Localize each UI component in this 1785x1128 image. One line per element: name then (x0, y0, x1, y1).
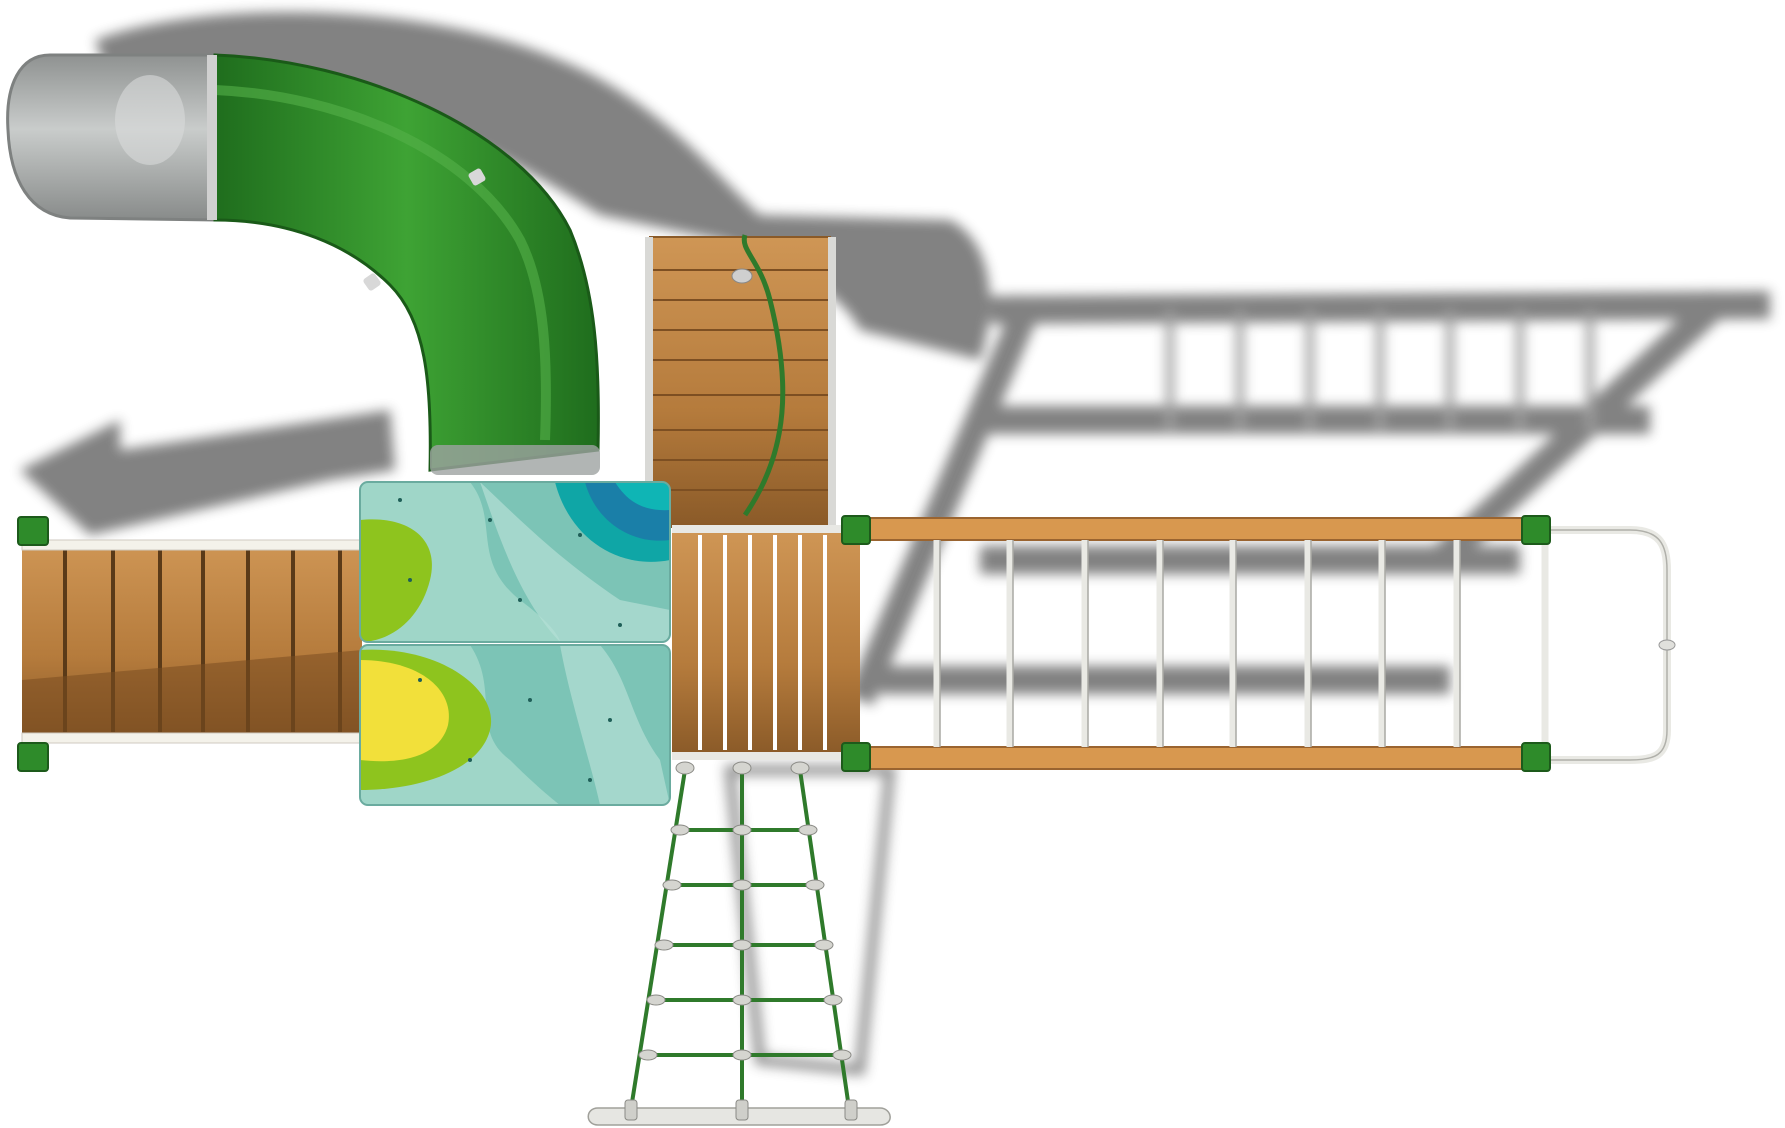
slide-joint-3 (363, 273, 381, 291)
bridge-bottom-beam (854, 746, 1536, 770)
right-frame-bars-shadow (1166, 310, 1594, 430)
left-deck (17, 516, 363, 772)
tube-slide (6, 53, 600, 475)
rope-anchor-icon (731, 268, 753, 284)
rope-net (587, 761, 891, 1126)
slide-green-inner (214, 85, 551, 441)
bridge-top-beam (854, 517, 1536, 541)
right-frame-shadow (847, 289, 1771, 706)
center-platform (672, 525, 860, 760)
corner-post-icon (841, 742, 871, 772)
left-deck-shadow (20, 410, 395, 535)
back-wood-panel (645, 234, 836, 528)
corner-post-icon (1521, 742, 1551, 772)
climbing-wall (359, 481, 671, 806)
net-shadow (724, 765, 896, 1076)
right-bridge (841, 515, 1676, 772)
corner-post-icon (17, 742, 49, 772)
slide-green-body (213, 53, 600, 472)
handrail-loop (1540, 526, 1671, 764)
slide-joint-1 (207, 55, 217, 220)
slide-grey-section (6, 53, 217, 222)
slide-joint-2 (468, 168, 486, 186)
slide-grey-highlight (115, 75, 185, 165)
climbing-rope (741, 234, 786, 517)
left-rail-bottom (21, 732, 363, 744)
corner-post-icon (841, 515, 871, 545)
slide-bottom-ring (430, 445, 600, 475)
corner-post-icon (17, 516, 49, 546)
corner-post-icon (1521, 515, 1551, 545)
left-rail-top (21, 539, 363, 551)
